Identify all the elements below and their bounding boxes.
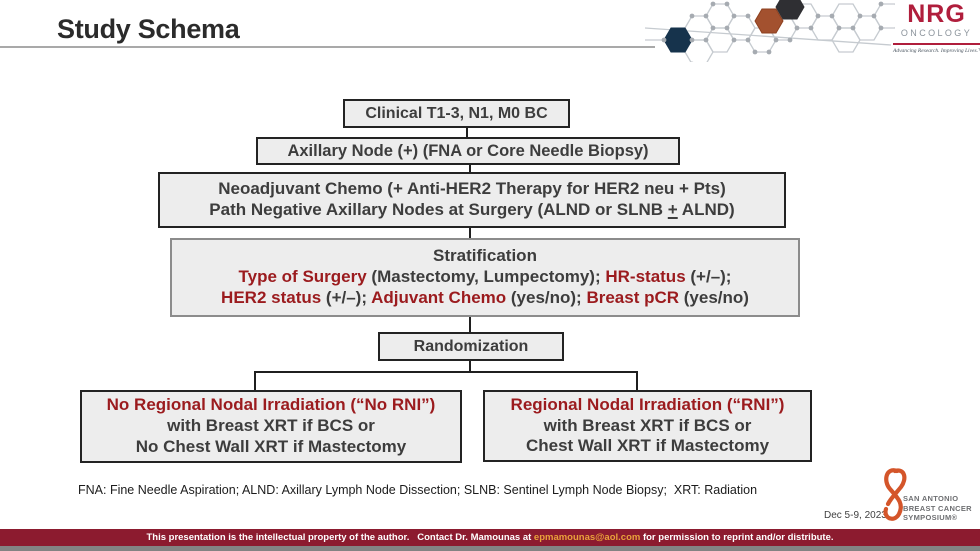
- flow-box-arm-rni: Regional Nodal Irradiation (“RNI”) with …: [483, 390, 812, 462]
- nrg-logo-text: NRG: [907, 0, 966, 28]
- nrg-logo-rule: [893, 43, 980, 45]
- conference-date: Dec 5-9, 2023: [824, 510, 887, 521]
- no-rni-line3: No Chest Wall XRT if Mastectomy: [135, 436, 407, 456]
- sabcs-logo-text: SAN ANTONIO BREAST CANCER SYMPOSIUM®: [903, 494, 972, 523]
- footer-bar: This presentation is the intellectual pr…: [0, 529, 980, 546]
- flow-box-clinical-text: Clinical T1-3, N1, M0 BC: [365, 104, 548, 122]
- molecule-graphic: [645, 0, 895, 62]
- flow-box-axillary-text: Axillary Node (+) (FNA or Core Needle Bi…: [287, 141, 649, 160]
- strat-hr-options: (+/–);: [685, 267, 732, 287]
- footer-text-before: This presentation is the intellectual pr…: [146, 532, 534, 543]
- plus-minus-symbol: +: [667, 200, 678, 219]
- connector-neoadjuvant-strat: [469, 227, 471, 238]
- branch-horizontal: [254, 371, 638, 373]
- strat-chemo-options: (yes/no);: [506, 287, 587, 307]
- nrg-division-text: ONCOLOGY: [900, 28, 973, 38]
- rni-line1: Regional Nodal Irradiation (“RNI”): [510, 394, 785, 414]
- stratification-line3: HER2 status (+/–); Adjuvant Chemo (yes/n…: [221, 288, 749, 309]
- strat-breast-pcr: Breast pCR: [586, 287, 680, 307]
- rni-line3: Chest Wall XRT if Mastectomy: [525, 436, 770, 456]
- nrg-oncology-logo: NRG ONCOLOGY Advancing Research. Improvi…: [893, 2, 980, 54]
- connector-strat-randomization: [469, 316, 471, 332]
- footer-gray-strip: [0, 546, 980, 551]
- flow-box-neoadjuvant: Neoadjuvant Chemo (+ Anti-HER2 Therapy f…: [158, 172, 786, 228]
- abbreviations-footnote: FNA: Fine Needle Aspiration; ALND: Axill…: [78, 483, 758, 497]
- connector-axillary-neoadjuvant: [469, 164, 471, 173]
- flow-box-clinical: Clinical T1-3, N1, M0 BC: [343, 99, 570, 128]
- footer-email-link[interactable]: epmamounas@aol.com: [533, 532, 641, 543]
- no-rni-line2: with Breast XRT if BCS or: [167, 416, 375, 436]
- flow-box-arm-no-rni: No Regional Nodal Irradiation (“No RNI”)…: [80, 390, 462, 463]
- footer-text-after: for permission to reprint and/or distrib…: [640, 532, 834, 543]
- sabcs-logo: SAN ANTONIO BREAST CANCER SYMPOSIUM®: [876, 466, 980, 529]
- neoadjuvant-line1: Neoadjuvant Chemo (+ Anti-HER2 Therapy f…: [218, 179, 726, 199]
- branch-right-drop: [636, 371, 638, 391]
- neoadjuvant-line2: Path Negative Axillary Nodes at Surgery …: [209, 200, 734, 221]
- strat-hr-status: HR-status: [605, 267, 686, 287]
- strat-adjuvant-chemo: Adjuvant Chemo: [371, 287, 507, 307]
- sabcs-line2: BREAST CANCER: [903, 503, 972, 513]
- no-rni-line1: No Regional Nodal Irradiation (“No RNI”): [106, 395, 436, 415]
- strat-surgery-options: (Mastectomy, Lumpectomy);: [366, 267, 606, 287]
- nrg-tagline: Advancing Research. Improving Lives.™: [893, 48, 980, 54]
- flow-box-axillary-node: Axillary Node (+) (FNA or Core Needle Bi…: [256, 137, 680, 165]
- strat-pcr-options: (yes/no): [679, 287, 749, 307]
- stratification-line2: Type of Surgery (Mastectomy, Lumpectomy)…: [239, 267, 732, 288]
- sabcs-ribbon-icon: [883, 468, 907, 521]
- flow-box-randomization: Randomization: [378, 332, 564, 361]
- sabcs-line1: SAN ANTONIO: [903, 494, 959, 503]
- strat-her2-options: (+/–);: [321, 287, 372, 307]
- strat-type-of-surgery: Type of Surgery: [238, 267, 367, 287]
- rni-line2: with Breast XRT if BCS or: [543, 415, 752, 435]
- connector-randomization-branch: [469, 360, 471, 372]
- stratification-title: Stratification: [433, 246, 537, 266]
- neoadjuvant-line2-post: ALND): [677, 200, 735, 219]
- title-divider: [0, 46, 655, 48]
- page-title: Study Schema: [57, 14, 240, 44]
- strat-her2-status: HER2 status: [221, 287, 322, 307]
- sabcs-line3: SYMPOSIUM®: [903, 513, 958, 522]
- branch-left-drop: [254, 371, 256, 391]
- flow-box-stratification: Stratification Type of Surgery (Mastecto…: [170, 238, 800, 317]
- randomization-text: Randomization: [413, 337, 529, 355]
- connector-clinical-axillary: [466, 128, 468, 137]
- neoadjuvant-line2-pre: Path Negative Axillary Nodes at Surgery …: [209, 200, 668, 219]
